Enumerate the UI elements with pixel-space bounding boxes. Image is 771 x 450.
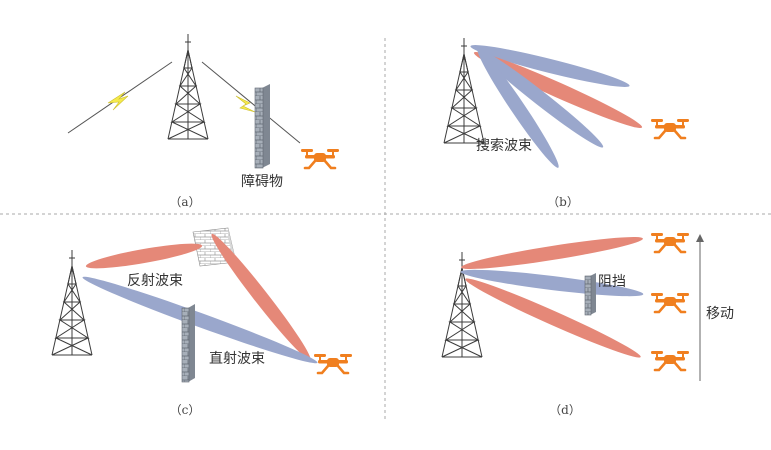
panel-b-caption: （b）	[547, 195, 579, 209]
search-beam-3	[476, 48, 604, 148]
panel-dividers	[0, 38, 771, 422]
panel-d-caption: （d）	[549, 403, 581, 417]
panel-d: 阻挡 移动 （d）	[441, 231, 734, 417]
direct-beam	[82, 276, 318, 364]
tower-icon	[167, 33, 209, 140]
drone-icon	[649, 349, 691, 372]
panel-b: 搜索波束 （b）	[443, 37, 691, 209]
drone-icon	[649, 231, 691, 254]
panel-a-caption: （a）	[169, 195, 200, 209]
obstacle-label: 障碍物	[241, 174, 283, 190]
beam-to-lower-drone	[465, 278, 641, 358]
move-arrow	[696, 234, 704, 381]
panel-a: 障碍物 （a）	[67, 33, 341, 209]
drone-icon	[649, 291, 691, 314]
drone-icon	[299, 147, 341, 170]
direct-beam-label: 直射波束	[209, 350, 265, 367]
blocker-wall	[584, 273, 596, 316]
search-beam-label: 搜索波束	[476, 137, 532, 154]
search-beam-1	[470, 45, 630, 87]
beam-to-upper-drone	[461, 237, 643, 269]
search-beam-2	[473, 51, 643, 129]
lightning-icon	[107, 91, 129, 111]
reflected-beam-label: 反射波束	[127, 273, 183, 289]
reflected-beam-2	[211, 233, 311, 361]
search-beams	[470, 45, 643, 168]
block-label: 阻挡	[598, 274, 626, 290]
search-beam-4	[477, 48, 559, 168]
wall-icon	[181, 304, 195, 383]
reflected-beam-1	[85, 243, 203, 269]
blocked-beam	[460, 269, 644, 297]
wall-icon	[254, 84, 270, 169]
drone-icon	[312, 352, 354, 375]
panel-c: 反射波束 直射波束 （c）	[51, 227, 354, 417]
drone-icon	[649, 117, 691, 140]
panel-c-caption: （c）	[170, 403, 201, 417]
move-label: 移动	[706, 306, 734, 322]
